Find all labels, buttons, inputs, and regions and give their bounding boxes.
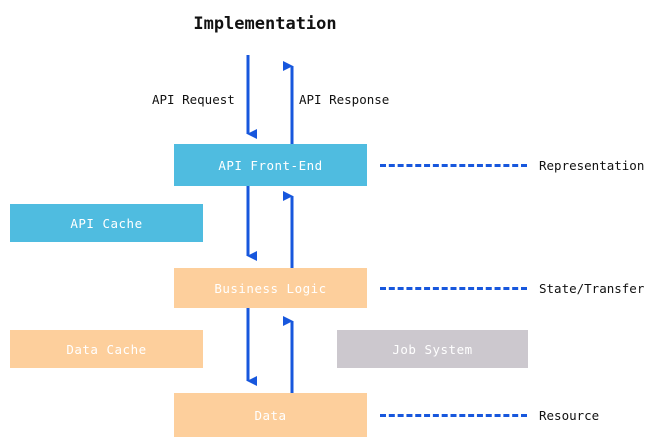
annotation-label-representation: Representation bbox=[539, 157, 645, 173]
annotation-label-state-transfer: State/Transfer bbox=[539, 280, 645, 296]
page-title: Implementation bbox=[193, 14, 337, 34]
annotation-resource: Resource bbox=[380, 407, 600, 423]
flow-label-api-request: API Request bbox=[152, 92, 235, 107]
node-api-front-end[interactable]: API Front-End bbox=[174, 144, 367, 186]
node-business-logic[interactable]: Business Logic bbox=[174, 268, 367, 308]
node-api-cache[interactable]: API Cache bbox=[10, 204, 203, 242]
node-data-cache[interactable]: Data Cache bbox=[10, 330, 203, 368]
dashed-connector-state-transfer bbox=[380, 286, 527, 290]
annotation-state-transfer: State/Transfer bbox=[380, 280, 645, 296]
dashed-connector-resource bbox=[380, 413, 527, 417]
annotation-label-resource: Resource bbox=[539, 407, 600, 423]
node-job-system[interactable]: Job System bbox=[337, 330, 528, 368]
node-data[interactable]: Data bbox=[174, 393, 367, 437]
annotation-representation: Representation bbox=[380, 157, 645, 173]
dashed-connector-representation bbox=[380, 163, 527, 167]
flow-label-api-response: API Response bbox=[299, 92, 390, 107]
